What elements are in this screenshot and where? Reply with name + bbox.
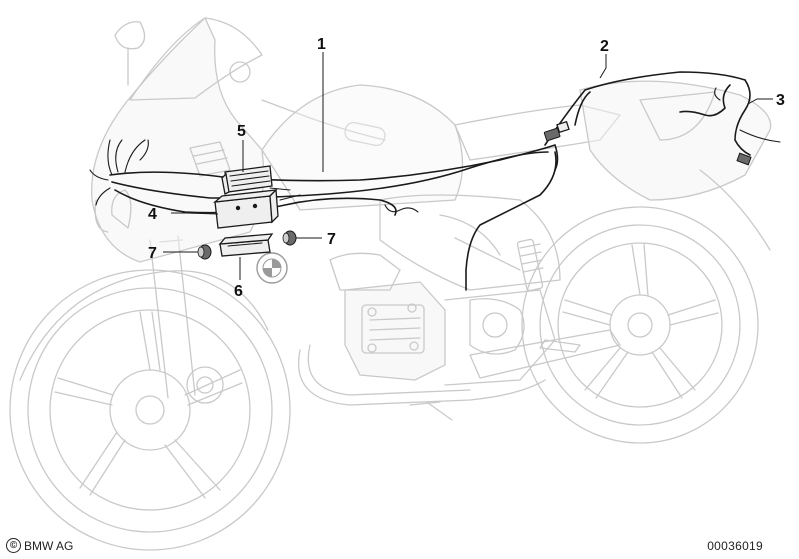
copyright-text: BMW AG <box>24 538 74 553</box>
mirror <box>114 21 146 86</box>
handlebar <box>229 61 386 147</box>
rear-wheel <box>521 206 759 444</box>
callout-1: 1 <box>317 36 326 53</box>
callouts: 1 2 3 4 5 6 7 7 <box>148 36 785 300</box>
headlight-grille <box>189 141 231 177</box>
rear-shock <box>516 238 544 292</box>
front-fender <box>19 270 269 381</box>
leader-lines <box>163 52 773 280</box>
copyright-notice: © BMW AG <box>6 538 73 553</box>
tail-section <box>579 80 772 201</box>
document-number: 00036019 <box>707 539 763 553</box>
part-6-bracket <box>218 233 274 257</box>
wiring-harness-3 <box>679 79 781 166</box>
footpeg <box>539 339 581 353</box>
callout-5: 5 <box>237 123 246 140</box>
callout-2: 2 <box>600 38 609 55</box>
exhaust <box>298 349 546 406</box>
wiring-harness-1 <box>89 139 559 216</box>
callout-7-right: 7 <box>327 231 336 248</box>
wiring-harness-2 <box>465 71 746 291</box>
swingarm <box>469 329 621 379</box>
engine <box>329 252 556 386</box>
callout-7-left: 7 <box>148 245 157 262</box>
copyright-symbol: © <box>6 538 21 553</box>
callout-4: 4 <box>148 206 157 223</box>
side-panel <box>379 194 561 291</box>
part-7-grommet-right <box>282 230 297 246</box>
callout-3: 3 <box>776 92 785 109</box>
part-4-control-unit <box>212 188 279 229</box>
part-7-grommet-left <box>197 244 212 260</box>
motorcycle-outline <box>9 16 772 551</box>
part-5-module <box>221 165 273 195</box>
callout-6: 6 <box>234 283 243 300</box>
front-fork <box>149 235 224 404</box>
windscreen <box>129 17 263 101</box>
bmw-roundel <box>256 252 288 284</box>
front-wheel <box>9 269 291 551</box>
